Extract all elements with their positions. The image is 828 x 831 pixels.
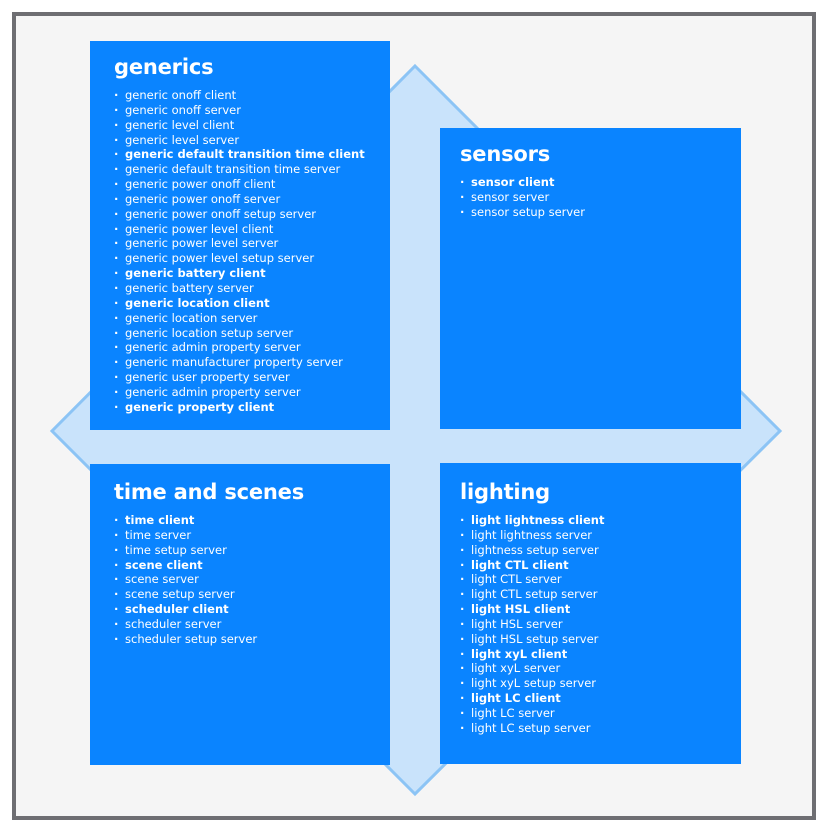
list-item: scheduler server	[114, 617, 390, 632]
list-item: scene server	[114, 572, 390, 587]
list-item: generic admin property server	[114, 340, 390, 355]
list-item: generic power onoff client	[114, 177, 390, 192]
list-item: generic level server	[114, 133, 390, 148]
list-item: light LC setup server	[460, 721, 741, 736]
list-item: light lightness client	[460, 513, 741, 528]
list-item: light CTL setup server	[460, 587, 741, 602]
list-item: generic user property server	[114, 370, 390, 385]
list-item: light lightness server	[460, 528, 741, 543]
list-item: light LC server	[460, 706, 741, 721]
list-item: generic manufacturer property server	[114, 355, 390, 370]
list-item: generic power level server	[114, 236, 390, 251]
list-item: generic onoff server	[114, 103, 390, 118]
panel-title-time-and-scenes: time and scenes	[114, 480, 305, 504]
list-item: light xyL setup server	[460, 676, 741, 691]
list-item: sensor server	[460, 190, 741, 205]
panel-time-and-scenes: time and scenes time clienttime serverti…	[90, 464, 390, 765]
list-item: sensor setup server	[460, 205, 741, 220]
list-item: light LC client	[460, 691, 741, 706]
list-item: light HSL client	[460, 602, 741, 617]
list-item: generic level client	[114, 118, 390, 133]
list-item: time client	[114, 513, 390, 528]
list-item: generic location server	[114, 311, 390, 326]
list-item: generic default transition time server	[114, 162, 390, 177]
list-item: sensor client	[460, 175, 741, 190]
list-item: light HSL server	[460, 617, 741, 632]
panel-title-lighting: lighting	[460, 480, 550, 504]
panel-title-generics: generics	[114, 55, 214, 79]
panel-lighting: lighting light lightness clientlight lig…	[440, 463, 741, 764]
list-item: lightness setup server	[460, 543, 741, 558]
list-item: light xyL client	[460, 647, 741, 662]
panel-generics: generics generic onoff clientgeneric ono…	[90, 41, 390, 430]
list-item: generic location setup server	[114, 326, 390, 341]
list-item: light HSL setup server	[460, 632, 741, 647]
list-item: generic onoff client	[114, 88, 390, 103]
list-item: generic admin property server	[114, 385, 390, 400]
list-item: time server	[114, 528, 390, 543]
panel-title-sensors: sensors	[460, 142, 551, 166]
list-item: scene setup server	[114, 587, 390, 602]
list-item: generic power level setup server	[114, 251, 390, 266]
list-item: generic property client	[114, 400, 390, 415]
list-item: time setup server	[114, 543, 390, 558]
model-list-generics: generic onoff clientgeneric onoff server…	[114, 88, 390, 415]
list-item: scheduler setup server	[114, 632, 390, 647]
list-item: generic battery client	[114, 266, 390, 281]
list-item: light CTL server	[460, 572, 741, 587]
list-item: generic location client	[114, 296, 390, 311]
list-item: generic power level client	[114, 222, 390, 237]
list-item: light xyL server	[460, 661, 741, 676]
list-item: generic battery server	[114, 281, 390, 296]
list-item: scheduler client	[114, 602, 390, 617]
list-item: generic default transition time client	[114, 147, 390, 162]
list-item: generic power onoff server	[114, 192, 390, 207]
model-list-lighting: light lightness clientlight lightness se…	[460, 513, 741, 736]
list-item: light CTL client	[460, 558, 741, 573]
list-item: generic power onoff setup server	[114, 207, 390, 222]
list-item: scene client	[114, 558, 390, 573]
